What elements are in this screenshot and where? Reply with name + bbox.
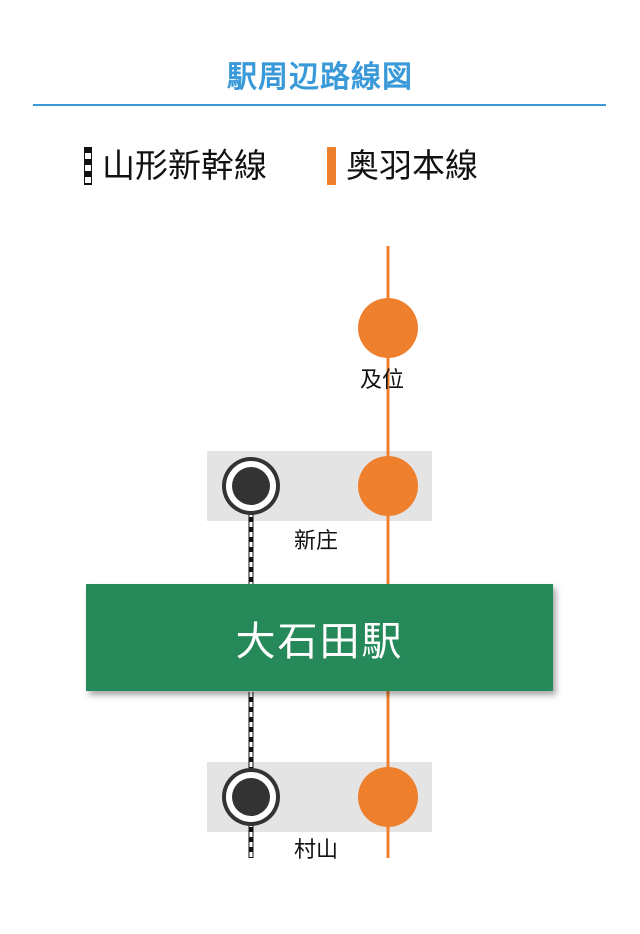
- station-label-oikata: 及位: [360, 368, 405, 393]
- shinkansen-line-swatch: [84, 147, 92, 185]
- legend-item-ou: 奥羽本線: [327, 146, 478, 186]
- legend-label-ou: 奥羽本線: [346, 146, 478, 185]
- station-marker-oikata: [358, 298, 418, 358]
- station-marker-murayama-ou: [358, 767, 418, 827]
- ou-line-swatch: [327, 147, 336, 185]
- current-station-label: 大石田駅: [235, 618, 404, 665]
- station-label-shinjo: 新庄: [294, 529, 339, 554]
- legend-label-shinkansen: 山形新幹線: [102, 146, 267, 185]
- page-title: 駅周辺路線図: [227, 60, 413, 95]
- station-label-murayama: 村山: [294, 838, 339, 863]
- station-marker-murayama-shinkansen: [222, 768, 280, 826]
- station-marker-shinjo-shinkansen: [222, 457, 280, 515]
- current-station-box: 大石田駅: [86, 584, 553, 691]
- legend-item-shinkansen: 山形新幹線: [84, 146, 267, 186]
- title-divider: [33, 104, 606, 106]
- station-marker-shinjo-ou: [358, 456, 418, 516]
